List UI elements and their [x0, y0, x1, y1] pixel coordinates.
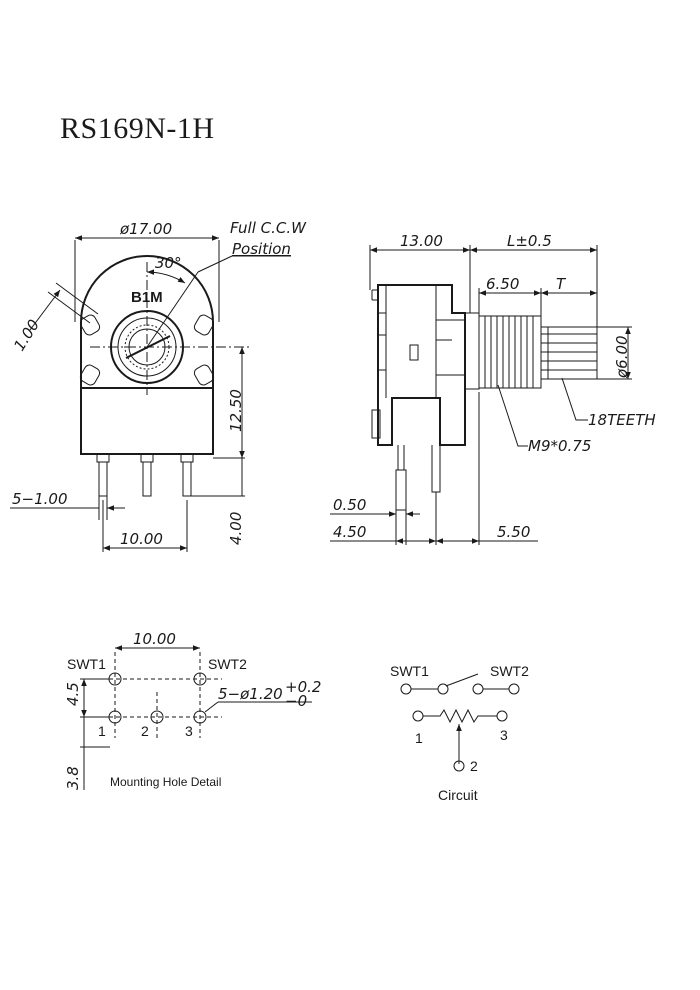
side-pin-a-tail: [395, 469, 407, 511]
ccw-leader: [197, 255, 233, 273]
bushing-thread: [478, 315, 542, 389]
circuit-label-3: 3: [500, 727, 508, 743]
circuit-diagram: SWT1 SWT2 1 3 2 Circuit: [390, 663, 529, 803]
side-pin-a: [397, 445, 405, 470]
housing-window: [409, 344, 419, 361]
circuit-label-swt2: SWT2: [490, 663, 529, 679]
note-ccw: Full C.C.W: [230, 219, 307, 237]
pot-node-1: [412, 710, 424, 722]
lug-top-right: [193, 314, 215, 336]
circuit-label-2: 2: [470, 758, 478, 774]
pin1: [98, 461, 108, 497]
circuit-caption: Circuit: [438, 787, 478, 803]
note-position: Position: [232, 240, 291, 258]
hole-swt2: [193, 672, 207, 686]
dim-510-label: 5−1.00: [12, 490, 68, 508]
hole-label-2: 2: [141, 723, 149, 739]
lug-bottom-left: [79, 364, 101, 386]
lug-bottom-right: [193, 364, 215, 386]
hole-dim-38-label: 3.8: [64, 766, 82, 790]
pot-node-3: [496, 710, 508, 722]
housing-clip: [371, 409, 381, 439]
dim-650-label: 6.50: [486, 275, 519, 293]
hole-label-1: 1: [98, 723, 106, 739]
mounting-hole-detail: 10.00 4.5 3.8 SWT1 SWT2 1 2 3 5−ø1.20 +0…: [64, 630, 321, 790]
pot-resistor: [423, 708, 497, 724]
switch-node-d: [508, 683, 520, 695]
marking-label: B1M: [131, 289, 163, 306]
dim-1250-label: 12.50: [227, 389, 245, 432]
dim-050-label: 0.50: [333, 496, 366, 514]
hole-2: [150, 710, 164, 724]
pin1-shoulder: [96, 453, 110, 463]
lug-top-left: [79, 314, 101, 336]
front-body-outline: [80, 255, 214, 389]
dim-1000-label: 10.00: [120, 530, 163, 548]
dim-l-label: L±0.5: [507, 232, 552, 250]
drawing-title: RS169N-1H: [60, 112, 215, 145]
shaft: [540, 326, 598, 380]
dim-100-line-b: [55, 282, 99, 315]
housing-outline: [377, 284, 466, 446]
dim-550-label: 5.50: [497, 523, 530, 541]
front-body-base: [80, 387, 214, 455]
teeth-leader: [561, 377, 588, 421]
dim-100-arrow: [29, 289, 61, 331]
dim-1300-label: 13.00: [400, 232, 443, 250]
circuit-label-1: 1: [415, 730, 423, 746]
pin2-shoulder: [140, 453, 154, 463]
dim-600-label: ø6.00: [613, 335, 631, 379]
dim-100-label: 1.00: [10, 316, 43, 354]
side-pin-b: [431, 445, 441, 493]
dim-t-label: T: [556, 275, 567, 293]
pin3-shoulder: [180, 453, 194, 463]
hole-tol-plus: +0.2: [285, 678, 321, 696]
bushing-flange: [464, 312, 480, 390]
ccw-pointer: [146, 271, 199, 348]
pot-node-2: [453, 760, 465, 772]
front-view: 30° B1M ø17.00 Full C.C.W Position 1.00 …: [10, 219, 307, 552]
hole-label-3: 3: [185, 723, 193, 739]
pin2: [142, 461, 152, 497]
switch-node-c: [472, 683, 484, 695]
dim-100-line-a: [47, 291, 91, 324]
circuit-label-swt1: SWT1: [390, 663, 429, 679]
hole-label-swt1: SWT1: [67, 656, 106, 672]
thread-label: M9*0.75: [528, 437, 591, 455]
thread-leader: [497, 384, 528, 447]
hole-spec-label: 5−ø1.20: [218, 685, 283, 703]
switch-blade: [445, 673, 479, 687]
pin3: [182, 461, 192, 497]
side-view: 13.00 L±0.5 6.50 T ø6.00 18TEETH M9*0.75…: [330, 232, 656, 545]
hole-caption: Mounting Hole Detail: [110, 775, 221, 789]
hole-dim-45-label: 4.5: [64, 682, 82, 706]
teeth-label: 18TEETH: [588, 411, 656, 429]
hole-spec-leader-a: [204, 701, 219, 713]
angle-label: 30°: [155, 254, 182, 272]
dim-dia-label: ø17.00: [119, 220, 172, 238]
dim-400-label: 4.00: [227, 512, 245, 545]
hole-dim-1000-label: 10.00: [133, 630, 176, 648]
hole-label-swt2: SWT2: [208, 656, 247, 672]
dim-450-label: 4.50: [333, 523, 366, 541]
angle-arc: [146, 269, 186, 284]
hole-tol-minus: −0: [285, 692, 307, 710]
thread-lines: [484, 316, 534, 388]
hole-3: [193, 710, 207, 724]
switch-node-a: [400, 683, 412, 695]
